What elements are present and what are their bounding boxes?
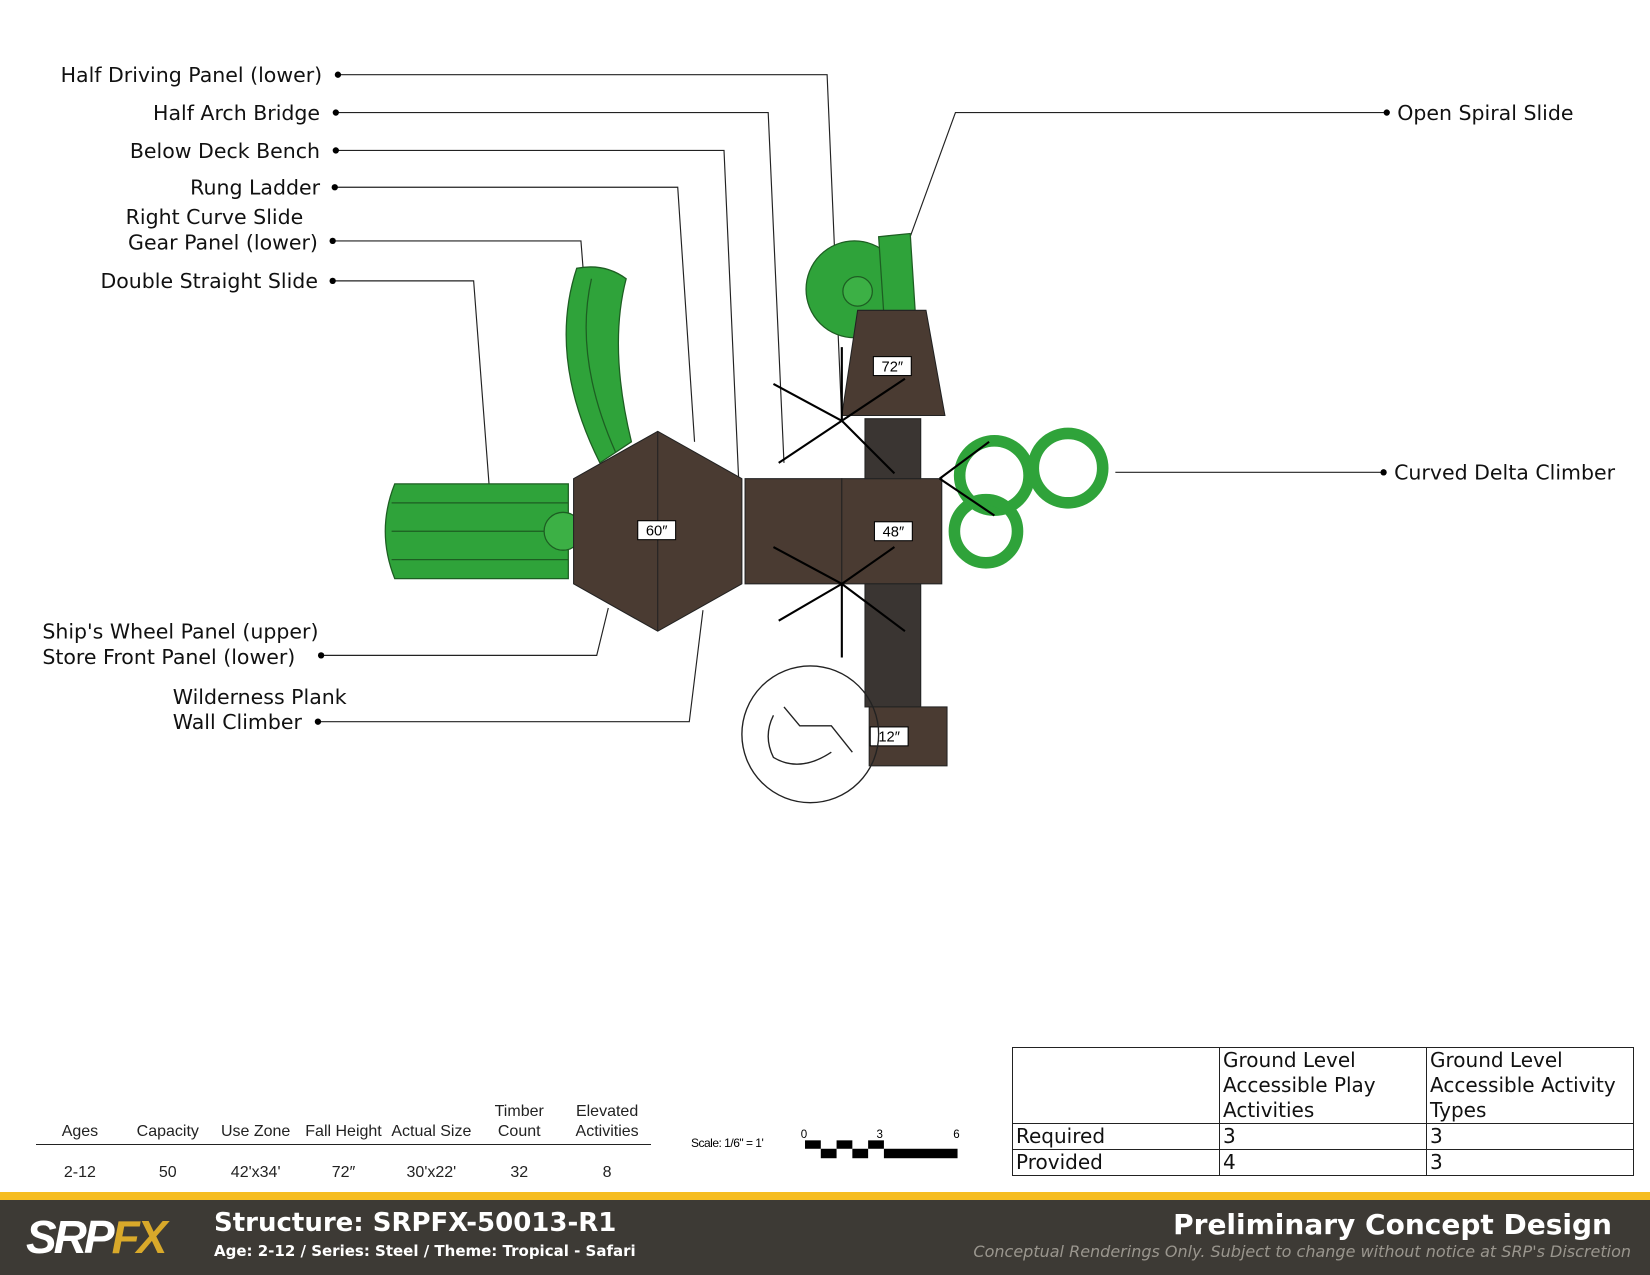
stat-header: Ages: [61, 1123, 99, 1140]
callout-double-straight-slide: Double Straight Slide: [100, 269, 317, 293]
transfer-deck: [744, 478, 843, 585]
upper-stairs: [864, 418, 922, 480]
main-deck-height: 48″: [883, 525, 905, 541]
wheelchair-access-icon: [741, 665, 880, 804]
callout-wall-climber: Wall Climber: [173, 710, 303, 734]
scale-label: Scale: 1/6" = 1': [691, 1136, 764, 1150]
curved-delta-climber: [948, 427, 1109, 569]
stat-value: 30'x22': [406, 1164, 457, 1181]
structure-stats-table: Ages Capacity Use Zone Fall Height Actua…: [36, 1098, 651, 1183]
callout-open-spiral-slide: Open Spiral Slide: [1397, 101, 1573, 125]
scale-tick-0: 0: [801, 1129, 807, 1141]
roof-frames: [772, 347, 995, 658]
acc-row-label: Provided: [1012, 1149, 1220, 1176]
callout-half-driving-panel: Half Driving Panel (lower): [61, 63, 323, 87]
acc-cell: 4: [1219, 1149, 1427, 1176]
acc-cell: 3: [1426, 1149, 1634, 1176]
right-curve-slide: [565, 266, 633, 464]
acc-row-label: Required: [1012, 1123, 1220, 1150]
stat-header: Use Zone: [220, 1123, 291, 1140]
lower-stairs: [864, 583, 922, 708]
callout-wilderness-plank: Wilderness Plank: [173, 685, 347, 709]
structure-id: Structure: SRPFX-50013-R1: [214, 1208, 617, 1238]
hex-deck-height: 60″: [646, 523, 668, 539]
double-straight-slide: [384, 483, 583, 580]
scale-bar: 0 3 6: [801, 1129, 960, 1159]
callout-below-deck-bench: Below Deck Bench: [130, 139, 320, 163]
stat-value: 2-12: [63, 1164, 96, 1181]
footer-bar: SRPFX Structure: SRPFX-50013-R1 Age: 2-1…: [0, 1200, 1650, 1275]
stat-header: Actual Size: [391, 1123, 472, 1140]
callout-gear-panel: Gear Panel (lower): [128, 230, 318, 254]
stat-header: Timber Count: [494, 1103, 544, 1140]
srpfx-logo: SRPFX: [26, 1211, 167, 1263]
sheet-title: Preliminary Concept Design: [1173, 1208, 1612, 1241]
disclaimer: Conceptual Renderings Only. Subject to c…: [973, 1242, 1631, 1261]
callout-store-front-panel: Store Front Panel (lower): [42, 645, 295, 669]
callout-curved-delta-climber: Curved Delta Climber: [1394, 461, 1616, 485]
acc-cell: 3: [1219, 1123, 1427, 1150]
structure-subtitle: Age: 2-12 / Series: Steel / Theme: Tropi…: [214, 1242, 636, 1260]
step-deck-height: 12″: [878, 730, 900, 746]
stat-value: 32: [510, 1164, 529, 1181]
accessibility-table: Ground Level Accessible Play Activities …: [1012, 1047, 1634, 1176]
acc-header-activity-types: Ground Level Accessible Activity Types: [1426, 1047, 1634, 1124]
stat-header: Capacity: [136, 1123, 199, 1140]
tower-height: 72″: [882, 359, 904, 375]
scale-tick-3: 3: [876, 1129, 882, 1141]
stat-value: 72″: [331, 1164, 356, 1181]
stat-value: 8: [602, 1164, 612, 1181]
callout-ships-wheel-panel: Ship's Wheel Panel (upper): [42, 620, 318, 644]
leader-dots: [314, 71, 1390, 725]
scale-tick-6: 6: [953, 1129, 959, 1141]
stat-header: Fall Height: [305, 1123, 382, 1140]
acc-header-play-activities: Ground Level Accessible Play Activities: [1219, 1047, 1427, 1124]
callout-rung-ladder: Rung Ladder: [190, 176, 320, 200]
deck-height-labels: 72″ 60″ 48″ 12″: [637, 356, 913, 747]
acc-header-blank: [1012, 1047, 1220, 1124]
callout-half-arch-bridge: Half Arch Bridge: [153, 101, 320, 125]
footer-accent-line: [0, 1192, 1650, 1200]
callout-right-curve-slide: Right Curve Slide: [126, 205, 304, 229]
stat-value: 50: [158, 1164, 177, 1181]
acc-cell: 3: [1426, 1123, 1634, 1150]
stat-value: 42'x34': [230, 1164, 281, 1181]
stat-header: Elevated Activities: [575, 1103, 639, 1140]
